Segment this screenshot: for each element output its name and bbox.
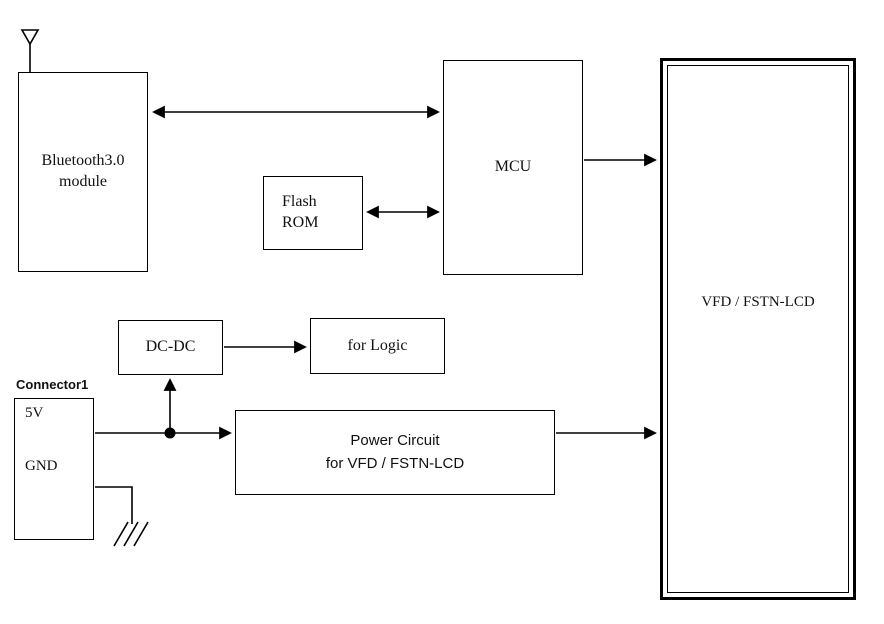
junction-dot xyxy=(164,427,176,439)
connector-title: Connector1 xyxy=(16,377,89,392)
bluetooth-module-block: Bluetooth3.0 module xyxy=(18,72,148,272)
power-circuit-label-line1: Power Circuit xyxy=(350,432,440,449)
connector-pin-5v: 5V xyxy=(25,405,44,421)
connector-block: 5V GND xyxy=(14,398,94,540)
antenna-icon xyxy=(20,29,40,72)
connector-pin-gnd: GND xyxy=(25,458,58,474)
dc-dc-block: DC-DC xyxy=(118,320,223,375)
dc-dc-label: DC-DC xyxy=(145,338,196,356)
wire-gnd xyxy=(95,486,133,524)
power-circuit-label-line2: for VFD / FSTN-LCD xyxy=(325,454,465,472)
flash-rom-label-line2: ROM xyxy=(282,214,319,231)
power-circuit-block: Power Circuit for VFD / FSTN-LCD xyxy=(235,410,555,495)
flash-rom-block: Flash ROM xyxy=(263,176,363,250)
bluetooth-module-label-line2: module xyxy=(59,173,107,190)
mcu-label: MCU xyxy=(494,158,532,176)
for-logic-label: for Logic xyxy=(347,336,408,354)
ground-icon xyxy=(113,521,149,547)
display-block: VFD / FSTN-LCD xyxy=(660,58,856,600)
for-logic-block: for Logic xyxy=(310,318,445,374)
bluetooth-module-label-line1: Bluetooth3.0 xyxy=(41,152,125,170)
flash-rom-label-line1: Flash xyxy=(282,193,317,211)
display-block-inner-border: VFD / FSTN-LCD xyxy=(667,65,849,593)
mcu-block: MCU xyxy=(443,60,583,275)
display-label: VFD / FSTN-LCD xyxy=(701,294,815,310)
